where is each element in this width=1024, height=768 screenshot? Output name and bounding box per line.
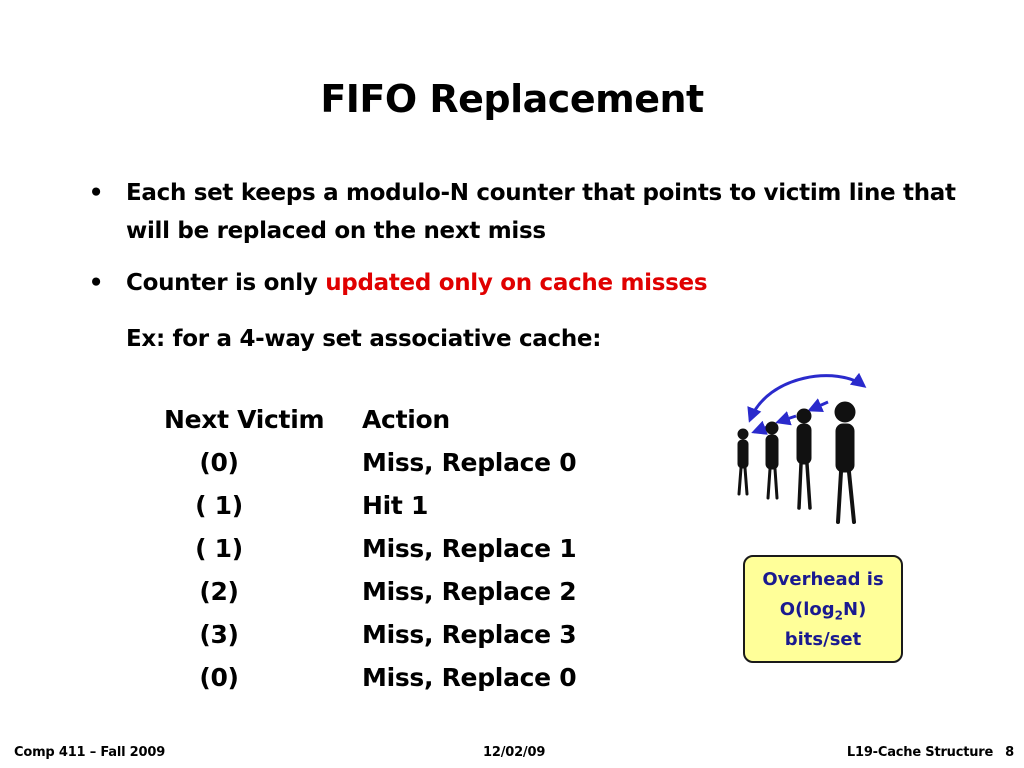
bullet-dot: • bbox=[88, 180, 104, 206]
overhead-line2: O(log2N) bbox=[745, 595, 901, 625]
bullet-list: • Each set keeps a modulo-N counter that… bbox=[86, 174, 966, 316]
action-cell: Miss, Replace 1 bbox=[362, 534, 577, 563]
overhead-line1: Overhead is bbox=[762, 569, 884, 590]
wraparound-arrow bbox=[747, 372, 867, 423]
footer-lecture-title: L19-Cache Structure bbox=[846, 745, 994, 760]
action-cell: Miss, Replace 3 bbox=[362, 620, 577, 649]
bullet-item-victim-counter: • Each set keeps a modulo-N counter that… bbox=[86, 174, 966, 250]
victim-cell: ( 1) bbox=[195, 534, 243, 563]
queue-arrow bbox=[807, 398, 829, 412]
example-caption: Ex: for a 4-way set associative cache: bbox=[126, 326, 602, 352]
highlighted-text: updated only on cache misses bbox=[325, 270, 708, 296]
victim-cell: (0) bbox=[199, 448, 239, 477]
footer-date: 12/02/09 bbox=[483, 745, 546, 760]
person-figure bbox=[796, 408, 812, 510]
victim-cell: ( 1) bbox=[195, 491, 243, 520]
overhead-log-suffix: N) bbox=[843, 599, 867, 620]
queue-arrow bbox=[775, 411, 797, 426]
action-cell: Miss, Replace 2 bbox=[362, 577, 577, 606]
person-figure bbox=[765, 421, 779, 500]
queue-of-people-icon bbox=[737, 372, 867, 524]
victim-cell: (0) bbox=[199, 663, 239, 692]
footer-lecture: L19-Cache Structure 8 bbox=[847, 745, 1014, 760]
overhead-log-prefix: O(log bbox=[779, 599, 835, 620]
action-cell: Hit 1 bbox=[362, 491, 429, 520]
header-action: Action bbox=[362, 405, 450, 434]
victim-cell: (2) bbox=[199, 577, 239, 606]
bullet-text: Counter is only bbox=[126, 270, 326, 296]
person-figure bbox=[834, 401, 856, 524]
bullet-text: Each set keeps a modulo-N counter that p… bbox=[126, 180, 956, 244]
overhead-log-base: 2 bbox=[834, 608, 843, 623]
bullet-item-counter-update: • Counter is only updated only on cache … bbox=[86, 264, 966, 302]
footer-page-number: 8 bbox=[1005, 745, 1014, 760]
victim-cell: (3) bbox=[199, 620, 239, 649]
header-next-victim: Next Victim bbox=[164, 405, 325, 434]
bullet-dot: • bbox=[88, 270, 104, 296]
action-cell: Miss, Replace 0 bbox=[362, 663, 577, 692]
person-figure bbox=[737, 428, 749, 496]
footer-course: Comp 411 – Fall 2009 bbox=[14, 745, 166, 760]
slide-title: FIFO Replacement bbox=[320, 77, 704, 121]
overhead-callout: Overhead is O(log2N) bits/set bbox=[743, 555, 903, 663]
action-cell: Miss, Replace 0 bbox=[362, 448, 577, 477]
overhead-line3: bits/set bbox=[784, 629, 862, 650]
